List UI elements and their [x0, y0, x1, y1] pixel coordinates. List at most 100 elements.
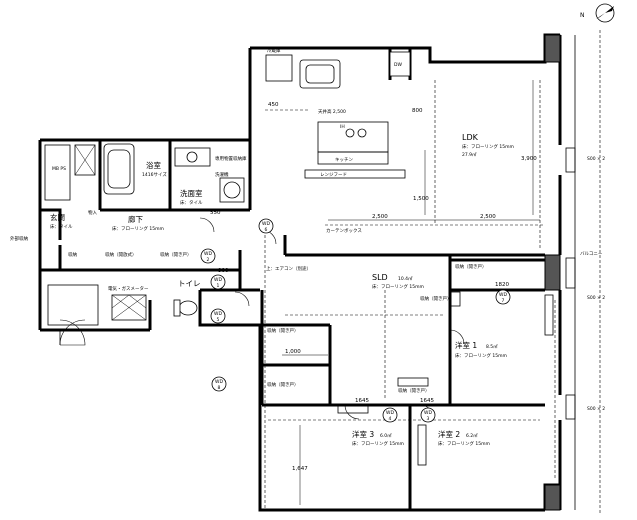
washroom-name: 洗面室 [180, 188, 203, 198]
dim-3900: 3,900 [521, 156, 537, 162]
closet3-label: 収納（開き戸） [420, 295, 452, 302]
storage-c-label: 収納（開き戸） [267, 327, 299, 334]
dim-1000: 1,000 [285, 349, 301, 355]
svg-text:WD: WD [214, 311, 222, 317]
dim-450: 450 [268, 102, 279, 108]
storage-b-label: 収納（開き戸） [160, 251, 192, 258]
ldk-name: LDK [462, 133, 479, 142]
wd-tag: WD 2 [200, 248, 216, 264]
sld-floor: 床：フローリング 15mm [372, 283, 424, 290]
western1-area: 8.5㎡ [486, 343, 498, 350]
window-tag: S00 × 2 [587, 156, 605, 162]
ceiling-note: 天井高 2,500 [318, 108, 346, 115]
compass-icon: N [580, 3, 615, 23]
fridge-label: 冷蔵庫 [267, 47, 281, 54]
svg-text:5: 5 [217, 317, 220, 323]
shared-storage-label: 専用物置収納庫 [215, 155, 247, 162]
wd-tag: WD 7 [495, 289, 511, 305]
closet1-label: 収納（開き戸） [455, 263, 487, 270]
wd-tag: WD 6 [258, 218, 274, 234]
western2-name: 洋室 2 [438, 429, 460, 439]
western3-name: 洋室 3 [352, 429, 374, 439]
toilet-name: トイレ [178, 279, 201, 288]
kitchen-hood-label: レンジフード [320, 172, 347, 178]
washroom-floor: 床：タイル [180, 199, 203, 206]
svg-text:6: 6 [265, 227, 268, 233]
kitchen-ih-label: IH [340, 124, 345, 130]
western2-floor: 床：フローリング 15mm [438, 440, 490, 447]
bathroom-name: 浴室 [146, 160, 161, 170]
dim-800: 800 [412, 108, 423, 114]
storage-hatches [337, 291, 554, 466]
svg-text:WD: WD [204, 251, 212, 257]
curtain-label: カーテンボックス [326, 227, 362, 234]
compass-label: N [580, 12, 585, 19]
dim-1645b: 1645 [420, 398, 434, 404]
western2-area: 6.2㎡ [466, 432, 478, 439]
dimensions: 2,500 2,500 3,900 1,500 1,000 1645 1645 … [210, 80, 540, 505]
svg-text:8: 8 [218, 385, 221, 391]
svg-text:WD: WD [214, 277, 222, 283]
dim-550: 550 [210, 210, 221, 216]
wd-tag: WD 5 [210, 308, 226, 324]
western1-floor: 床：フローリング 15mm [455, 352, 507, 359]
svg-text:2: 2 [207, 257, 210, 263]
svg-text:WD: WD [499, 292, 507, 298]
svg-text:3: 3 [427, 416, 430, 422]
outside-storage-label: 外部収納 [10, 235, 28, 242]
storage-sld-label: 収納（開き戸） [267, 381, 299, 388]
storage-shoes-label: 収納 [68, 251, 77, 258]
fixtures: MB PS 浴室 1416サイズ 洗面室 床：タイル 洗濯機 冷蔵庫 DW IH… [44, 47, 411, 326]
dim-1647: 1,647 [292, 466, 308, 472]
dim-2500b: 2,500 [480, 214, 496, 220]
hallway-name: 廊下 [128, 214, 143, 224]
window-tag: S00 × 2 [587, 295, 605, 301]
wd-tag: WD 8 [211, 376, 227, 392]
washing-machine-label: 洗濯機 [215, 171, 229, 178]
svg-text:7: 7 [502, 298, 505, 304]
wd-tag: WD 3 [420, 407, 436, 423]
sld-area: 10.4㎡ [398, 275, 413, 282]
svg-text:1: 1 [217, 283, 220, 289]
svg-text:4: 4 [389, 416, 392, 422]
kitchen-counter-label: キッチン [335, 157, 353, 163]
bathroom-size: 1416サイズ [142, 171, 167, 178]
western1-name: 洋室 1 [455, 340, 477, 350]
hallway-floor: 床：フローリング 15mm [112, 225, 164, 232]
svg-text:WD: WD [215, 379, 223, 385]
dim-1645a: 1645 [355, 398, 369, 404]
window-tag: S00 × 2 [587, 406, 605, 412]
svg-text:WD: WD [424, 410, 432, 416]
sld-note: 上：エアコン（別途） [266, 265, 311, 272]
entrance-name: 玄関 [50, 212, 65, 222]
ldk-floor: 床：フローリング 15mm [462, 143, 514, 150]
svg-text:WD: WD [386, 410, 394, 416]
interior-walls [40, 48, 545, 510]
western3-area: 6.0㎡ [380, 432, 392, 439]
ldk-area: 27.9㎡ [462, 151, 477, 158]
misc-labels: 収納（開放式） 収納（開き戸） 収納 収納（開き戸） 収納（開き戸） 収納（開き… [10, 108, 603, 394]
room-labels: LDK 床：フローリング 15mm 27.9㎡ SLD 10.4㎡ 床：フローリ… [50, 133, 514, 447]
wd-tag: WD 4 [382, 407, 398, 423]
dim-1500: 1,500 [413, 196, 429, 202]
dim-900: 900 [218, 268, 229, 274]
svg-text:WD: WD [262, 221, 270, 227]
ceiling-lines [264, 80, 556, 510]
wd-tags: WD 1 WD 2 WD 3 WD 4 WD 5 WD 6 [200, 218, 511, 423]
mb-ps-label: MB PS [52, 166, 66, 172]
sld-name: SLD [372, 273, 388, 282]
balcony-label: バルコニー [580, 251, 603, 257]
western3-floor: 床：フローリング 15mm [352, 440, 404, 447]
meter-box-label: 電気・ガスメーター [108, 285, 149, 292]
dim-1820: 1820 [495, 282, 509, 288]
wd-tag: WD 1 [210, 274, 226, 290]
entrance-floor: 床：タイル [50, 223, 73, 230]
dw-label: DW [394, 62, 402, 68]
dim-2500a: 2,500 [372, 214, 388, 220]
storage-a-label: 収納（開放式） [105, 251, 137, 258]
closet2-label: 収納（開き戸） [398, 387, 430, 394]
window-tags: S00 × 2 S00 × 2 S00 × 2 [565, 147, 605, 420]
outer-walls [38, 30, 601, 515]
cloak-label: 物入 [88, 209, 97, 216]
